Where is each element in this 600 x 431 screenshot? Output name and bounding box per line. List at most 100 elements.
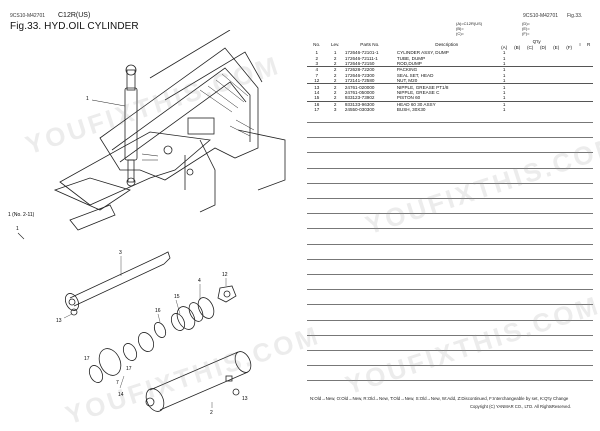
- blank-line: [307, 243, 593, 245]
- row-empty-cell: [510, 66, 524, 73]
- row-part-no: 933123-73902: [344, 95, 375, 101]
- document-code-right: 9CS10-M42701: [523, 13, 559, 19]
- row-qty-a: 1: [502, 107, 506, 113]
- row-no: 14: [314, 89, 320, 95]
- row-no: 17: [314, 107, 320, 113]
- model-name: C12R(US): [58, 12, 91, 19]
- row-qty-a: 1: [497, 100, 511, 107]
- row-description: PISTON 60: [396, 95, 421, 101]
- row-empty-cell: [537, 107, 550, 112]
- callout-13a: 13: [56, 318, 62, 324]
- row-description: CYLINDER ASSY, DUMP: [396, 50, 449, 56]
- row-empty-cell: [562, 66, 576, 73]
- row-empty-cell: [549, 83, 563, 90]
- row-empty-cell: [576, 107, 585, 112]
- change-code-legend: N:Old→New, O:Old→New, R:Old→New, T:Old→N…: [310, 396, 569, 401]
- document-code-left: 9CS10-M42701: [10, 13, 46, 19]
- row-empty-cell: [524, 107, 537, 112]
- col-r: R: [586, 41, 591, 47]
- row-empty-cell: [584, 66, 593, 73]
- row-qty-a: 1: [502, 89, 506, 95]
- col-lev: Lev.: [330, 41, 340, 47]
- row-part-no: 172646-72101-1: [344, 50, 379, 56]
- row-no: 3: [315, 60, 319, 66]
- callout-ref-main: 1 (No. 2-11): [8, 212, 35, 218]
- dump-frame-assembly: [53, 30, 286, 231]
- row-lev: 2: [326, 66, 344, 73]
- row-qty-a: 1: [502, 55, 506, 61]
- row-no: 2: [315, 55, 319, 61]
- row-empty-cell: [536, 100, 550, 107]
- grease-nipple-13a: [70, 308, 78, 316]
- model-code-key-1: (A)=C12R(US) (B)= (C)=: [456, 21, 482, 37]
- blank-line: [307, 258, 593, 260]
- callout-1-arrow: 1: [16, 226, 19, 232]
- callout-15: 15: [174, 294, 180, 300]
- row-lev: 2: [333, 89, 337, 95]
- row-part-no: 24761-050000: [344, 89, 375, 95]
- qty-col-f: (F): [566, 44, 573, 50]
- rod-dump: [64, 251, 171, 311]
- table-row: 14 2 24761-050000 NIPPLE, GREASE C 1: [307, 90, 593, 95]
- qty-col-e: (E): [553, 44, 560, 50]
- row-description: TUBE, DUMP: [396, 55, 426, 61]
- col-description: Description: [435, 41, 459, 47]
- callout-16: 16: [155, 308, 161, 314]
- copyright: Copyright (C) YANMAR CO., LTD. All Right…: [470, 404, 571, 409]
- row-empty-cell: [562, 83, 576, 90]
- row-empty-cell: [523, 83, 537, 90]
- row-lev: 2: [333, 78, 337, 84]
- row-empty-cell: [575, 100, 585, 107]
- blank-line: [307, 137, 593, 139]
- row-empty-cell: [550, 107, 563, 112]
- callout-12: 12: [222, 272, 228, 278]
- row-qty-a: 1: [502, 78, 506, 84]
- blank-line: [307, 365, 593, 367]
- row-empty-cell: [563, 107, 576, 112]
- qty-col-d: (D): [539, 44, 547, 50]
- row-qty-a: 1: [502, 50, 506, 56]
- blank-line: [307, 213, 593, 215]
- row-no: 4: [307, 66, 327, 73]
- grease-nipple-14: [232, 388, 240, 396]
- callout-2: 2: [210, 410, 213, 416]
- callout-14: 14: [118, 392, 124, 398]
- row-empty-cell: [536, 66, 550, 73]
- model-code-a: (A)=C12R(US): [456, 21, 483, 26]
- row-description: HEAD 60 30 ASSY: [395, 100, 498, 107]
- row-lev: 2: [333, 55, 337, 61]
- seal-rings: [88, 297, 215, 383]
- blank-line: [307, 274, 593, 275]
- row-no: 16: [307, 100, 327, 107]
- callout-3: 3: [119, 250, 122, 256]
- parts-table: No. Lev. Parts No. Description Q'ty I R …: [307, 38, 593, 112]
- model-code-key-2: (D)= (E)= (F)=: [522, 21, 530, 37]
- row-description: NIPPLE, GREASE C: [396, 89, 440, 95]
- callout-17a: 17: [84, 356, 90, 362]
- col-qty: Q'ty: [532, 38, 541, 44]
- row-qty-a: 1: [502, 60, 506, 66]
- blank-line: [307, 350, 593, 351]
- qty-col-b: (B): [514, 44, 521, 50]
- row-description: ROD,DUMP: [396, 60, 422, 66]
- model-code-e: (E)=: [522, 26, 530, 32]
- callout-7: 7: [116, 380, 119, 386]
- row-part-no: 24550-030300: [344, 107, 375, 113]
- table-row: 2 2 172646-72111-1 TUBE, DUMP 1: [307, 55, 593, 61]
- blank-line: [307, 122, 593, 123]
- row-empty-cell: [584, 107, 593, 112]
- blank-line: [307, 198, 593, 199]
- row-description: NIPPLE, GREASE PT1/8: [395, 83, 498, 90]
- blank-line: [307, 152, 593, 154]
- page-figure-label: Fig.33.: [567, 13, 583, 19]
- row-description: SEAL SET, HEAD: [396, 72, 434, 78]
- row-empty-cell: [523, 100, 537, 107]
- blank-line: [307, 228, 593, 230]
- row-lev: 1: [333, 50, 337, 56]
- row-part-no: 172646-72111-1: [344, 55, 378, 61]
